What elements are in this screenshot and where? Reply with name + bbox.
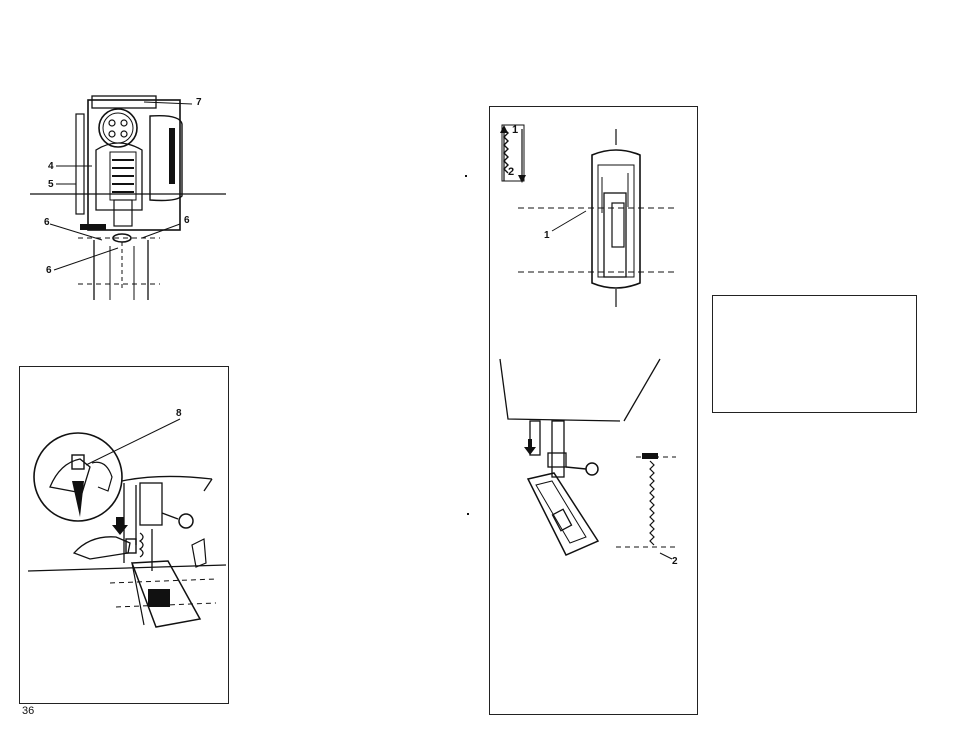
stitch-direction-icon-step1: 1 (512, 125, 518, 136)
label-7: 7 (196, 98, 202, 108)
stray-dot (465, 175, 467, 177)
label-6-left: 6 (44, 218, 50, 228)
buttonhole-foot-drawing (30, 90, 240, 300)
label-6-bottom: 6 (46, 266, 52, 276)
page-number: 36 (22, 705, 34, 717)
label-8: 8 (176, 409, 182, 419)
figure-frame-lever: 8 (19, 366, 229, 704)
stitch-direction-icon-step2: 2 (508, 167, 514, 178)
lever-drawing (20, 367, 230, 705)
label-2: 2 (672, 557, 678, 567)
buttonhole-sequence-drawing (490, 107, 699, 716)
label-4: 4 (48, 162, 54, 172)
figure-buttonhole-foot-top: 7 4 5 6 6 6 (30, 90, 240, 300)
label-5: 5 (48, 180, 54, 190)
label-6-right: 6 (184, 216, 190, 226)
empty-note-box (712, 295, 917, 413)
figure-frame-right: 1 2 1 2 (489, 106, 698, 715)
label-1: 1 (544, 231, 550, 241)
stray-dot (467, 513, 469, 515)
